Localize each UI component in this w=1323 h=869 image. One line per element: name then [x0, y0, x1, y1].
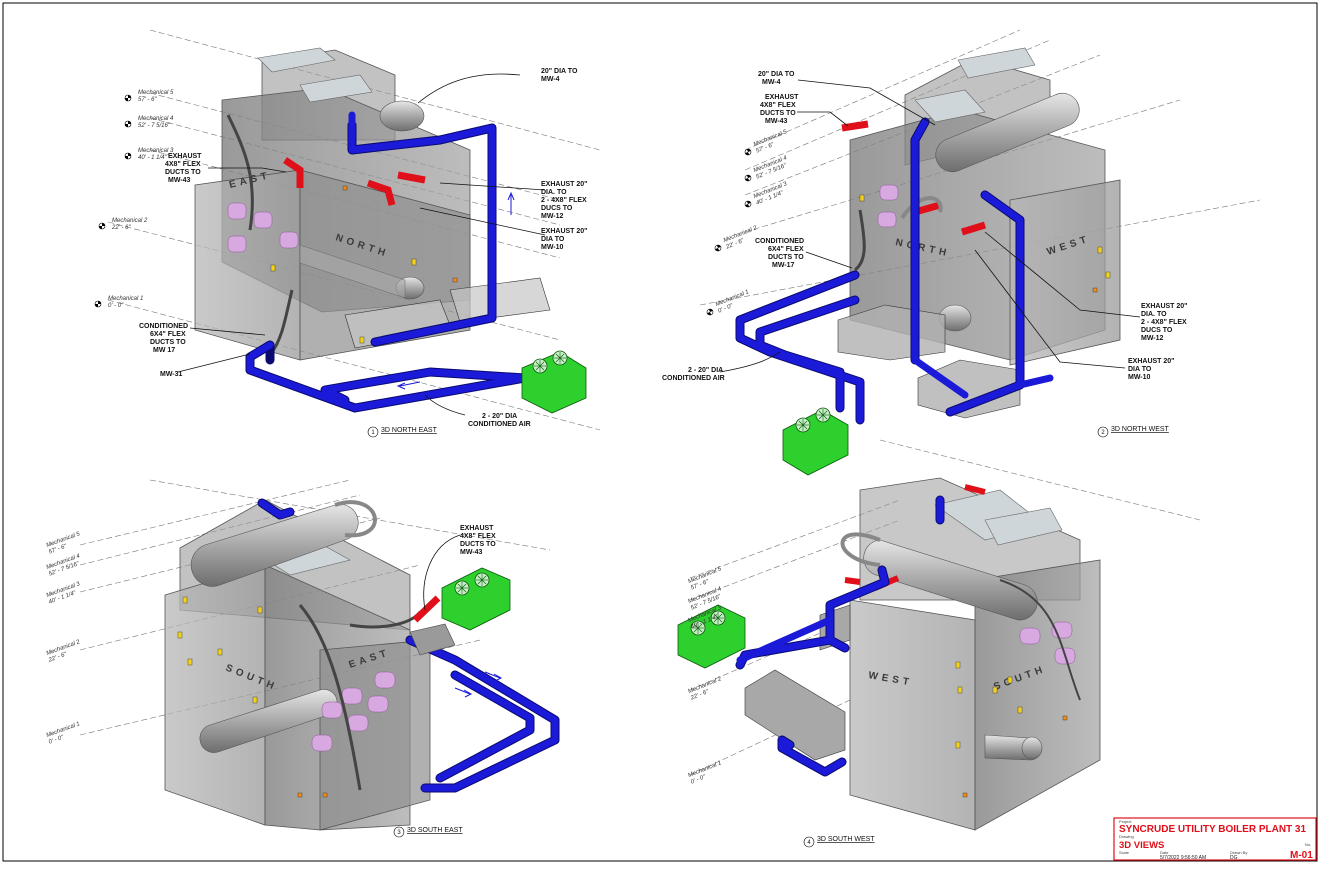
date-label: Date — [1160, 850, 1169, 855]
label-exhaust-mw12: EXHAUST 20" DIA. TO 2 - 4X8" FLEX DUCS T… — [541, 181, 589, 220]
label-conditioned-mw17: CONDITIONED 6X4" FLEX DUCTS TO MW-17 — [755, 238, 806, 269]
label-exhaust-mw10: EXHAUST 20" DIA TO MW-10 — [1128, 358, 1176, 381]
view-4-south-west: SOUTH WEST — [677, 439, 1201, 831]
label-exhaust-mw43: EXHAUST 4X8" FLEX DUCTS TO MW-43 — [460, 525, 498, 556]
label-exhaust-mw12: EXHAUST 20" DIA. TO 2 - 4X8" FLEX DUCS T… — [1141, 303, 1189, 342]
level-marker: Mechanical 5 57' - 6" — [124, 90, 174, 103]
level-marker: Mechanical 2 22' - 6" — [714, 225, 758, 252]
view-title-4: 4 3D SOUTH WEST — [803, 836, 875, 848]
supply-duct — [245, 111, 530, 413]
level-marker: Mechanical 3 40' - 1 1/4" — [124, 148, 174, 161]
title-block: Project SYNCRUDE UTILITY BOILER PLANT 31… — [1113, 817, 1317, 861]
level-marker: Mechanical 5 57' - 6" — [744, 129, 788, 156]
label-exhaust-mw10: EXHAUST 20" DIA TO MW-10 — [541, 228, 589, 251]
drawn-by-label: Drawn By — [1230, 850, 1247, 855]
leader-lines — [177, 73, 1141, 611]
level-marker: Mechanical 3 40' - 1 1/4" — [744, 181, 788, 208]
supply-duct — [257, 498, 560, 793]
building-model: EAST NORTH — [194, 47, 551, 361]
air-handling-unit — [521, 350, 587, 414]
svg-text:2: 2 — [1101, 430, 1105, 436]
svg-text:0' - 0": 0' - 0" — [48, 734, 65, 745]
building-model: SOUTH WEST — [744, 477, 1101, 831]
label-conditioned-air: 2 - 20" DIA CONDITIONED AIR — [662, 367, 725, 382]
svg-text:Mechanical 2: Mechanical 2 — [112, 218, 148, 224]
view-title-2: 2 3D NORTH WEST — [1097, 426, 1170, 438]
svg-text:0' - 0": 0' - 0" — [108, 303, 124, 309]
project-name: SYNCRUDE UTILITY BOILER PLANT 31 — [1119, 824, 1306, 835]
level-markers-view-2: Mechanical 5 57' - 6" Mechanical 4 52' -… — [706, 129, 788, 316]
level-marker: Mechanical 2 22' - 6" — [98, 218, 148, 231]
level-markers-view-3: Mechanical 5 57' - 6" Mechanical 4 52' -… — [46, 531, 82, 746]
svg-text:3D SOUTH EAST: 3D SOUTH EAST — [407, 827, 463, 834]
label-exhaust-mw43: EXHAUST 4X8" FLEX DUCTS TO MW-43 — [760, 94, 800, 125]
view-titles: 1 3D NORTH EAST 2 3D NORTH WEST 3 3D SOU… — [367, 426, 1170, 848]
building-model: WEST NORTH — [837, 47, 1121, 419]
svg-text:1: 1 — [371, 430, 375, 436]
view-title-3: 3 3D SOUTH EAST — [393, 826, 463, 838]
svg-text:Mechanical 3: Mechanical 3 — [138, 148, 174, 154]
svg-text:Mechanical 4: Mechanical 4 — [138, 116, 174, 122]
level-marker: Mechanical 4 52' - 7 5/16" — [46, 553, 82, 578]
view-title-1: 1 3D NORTH EAST — [367, 426, 438, 438]
air-handling-unit — [409, 567, 511, 656]
date-value: 5/7/2022 9:56:50 AM — [1160, 855, 1206, 861]
supply-duct — [735, 117, 1054, 425]
sheet-number: M-01 — [1290, 850, 1313, 861]
level-marker: Mechanical 3 40' - 1 1/4" — [46, 581, 82, 606]
level-marker: Mechanical 5 57' - 6" — [46, 531, 82, 556]
project-label: Project — [1119, 819, 1132, 824]
level-markers-view-1: Mechanical 5 57' - 6" Mechanical 4 52' -… — [94, 90, 174, 309]
svg-text:4: 4 — [807, 840, 811, 846]
svg-text:22' - 6": 22' - 6" — [111, 225, 131, 231]
level-marker: Mechanical 4 52' - 7 5/16" — [744, 155, 788, 182]
annotations: 20" DIA TO MW-4 EXHAUST 4X8" FLEX DUCTS … — [139, 68, 1189, 556]
svg-text:40' - 1 1/4": 40' - 1 1/4" — [138, 155, 167, 161]
drawing-label: Drawing — [1119, 834, 1134, 839]
svg-text:3: 3 — [397, 830, 401, 836]
svg-text:0' - 0": 0' - 0" — [717, 303, 734, 315]
svg-text:3D NORTH EAST: 3D NORTH EAST — [381, 427, 438, 434]
svg-text:Mechanical 5: Mechanical 5 — [138, 90, 174, 96]
label-mw31: MW-31 — [160, 371, 183, 378]
drawn-by-value: DG — [1230, 855, 1238, 861]
label-conditioned-air: 2 - 20" DIA CONDITIONED AIR — [468, 413, 531, 428]
view-3-south-east: SOUTH EAST — [79, 479, 560, 831]
level-marker: Mechanical 2 22' - 6" — [46, 639, 82, 664]
svg-text:Mechanical 1: Mechanical 1 — [108, 296, 143, 302]
svg-text:Mechanical 1: Mechanical 1 — [46, 721, 81, 739]
svg-text:52' - 7 5/16": 52' - 7 5/16" — [138, 123, 171, 129]
air-handling-unit — [677, 604, 746, 669]
svg-text:3D SOUTH WEST: 3D SOUTH WEST — [817, 836, 875, 843]
level-marker: Mechanical 4 52' - 7 5/16" — [124, 116, 174, 129]
level-marker: Mechanical 1 0' - 0" — [94, 296, 143, 309]
label-20-dia-mw4: 20" DIA TO MW-4 — [758, 71, 796, 86]
building-model: SOUTH EAST — [164, 499, 441, 831]
scale-label: Scale — [1119, 850, 1130, 855]
svg-text:0' - 0": 0' - 0" — [690, 774, 707, 786]
supply-duct — [735, 495, 945, 777]
label-conditioned-mw17: CONDITIONED 6X4" FLEX DUCTS TO MW 17 — [139, 323, 190, 354]
svg-text:3D NORTH WEST: 3D NORTH WEST — [1111, 426, 1170, 433]
view-2-north-west: WEST NORTH — [699, 29, 1261, 476]
label-20-dia-mw4: 20" DIA TO MW-4 — [541, 68, 579, 83]
drawing-title: 3D VIEWS — [1119, 840, 1164, 851]
view-1-north-east: EAST NORTH — [107, 29, 601, 431]
label-exhaust-mw43: EXHAUST 4X8" FLEX DUCTS TO MW-43 — [165, 153, 203, 184]
level-marker: Mechanical 2 22' - 6" — [687, 676, 723, 702]
level-marker: Mechanical 1 0' - 0" — [46, 721, 81, 745]
sheet-number-label: No. — [1305, 842, 1311, 847]
svg-text:57' - 6": 57' - 6" — [138, 97, 157, 103]
air-handling-unit — [782, 407, 849, 476]
level-markers-view-4: Mechanical 5 57' - 6" Mechanical 4 52' -… — [687, 566, 723, 786]
level-marker: Mechanical 1 0' - 0" — [687, 760, 722, 786]
